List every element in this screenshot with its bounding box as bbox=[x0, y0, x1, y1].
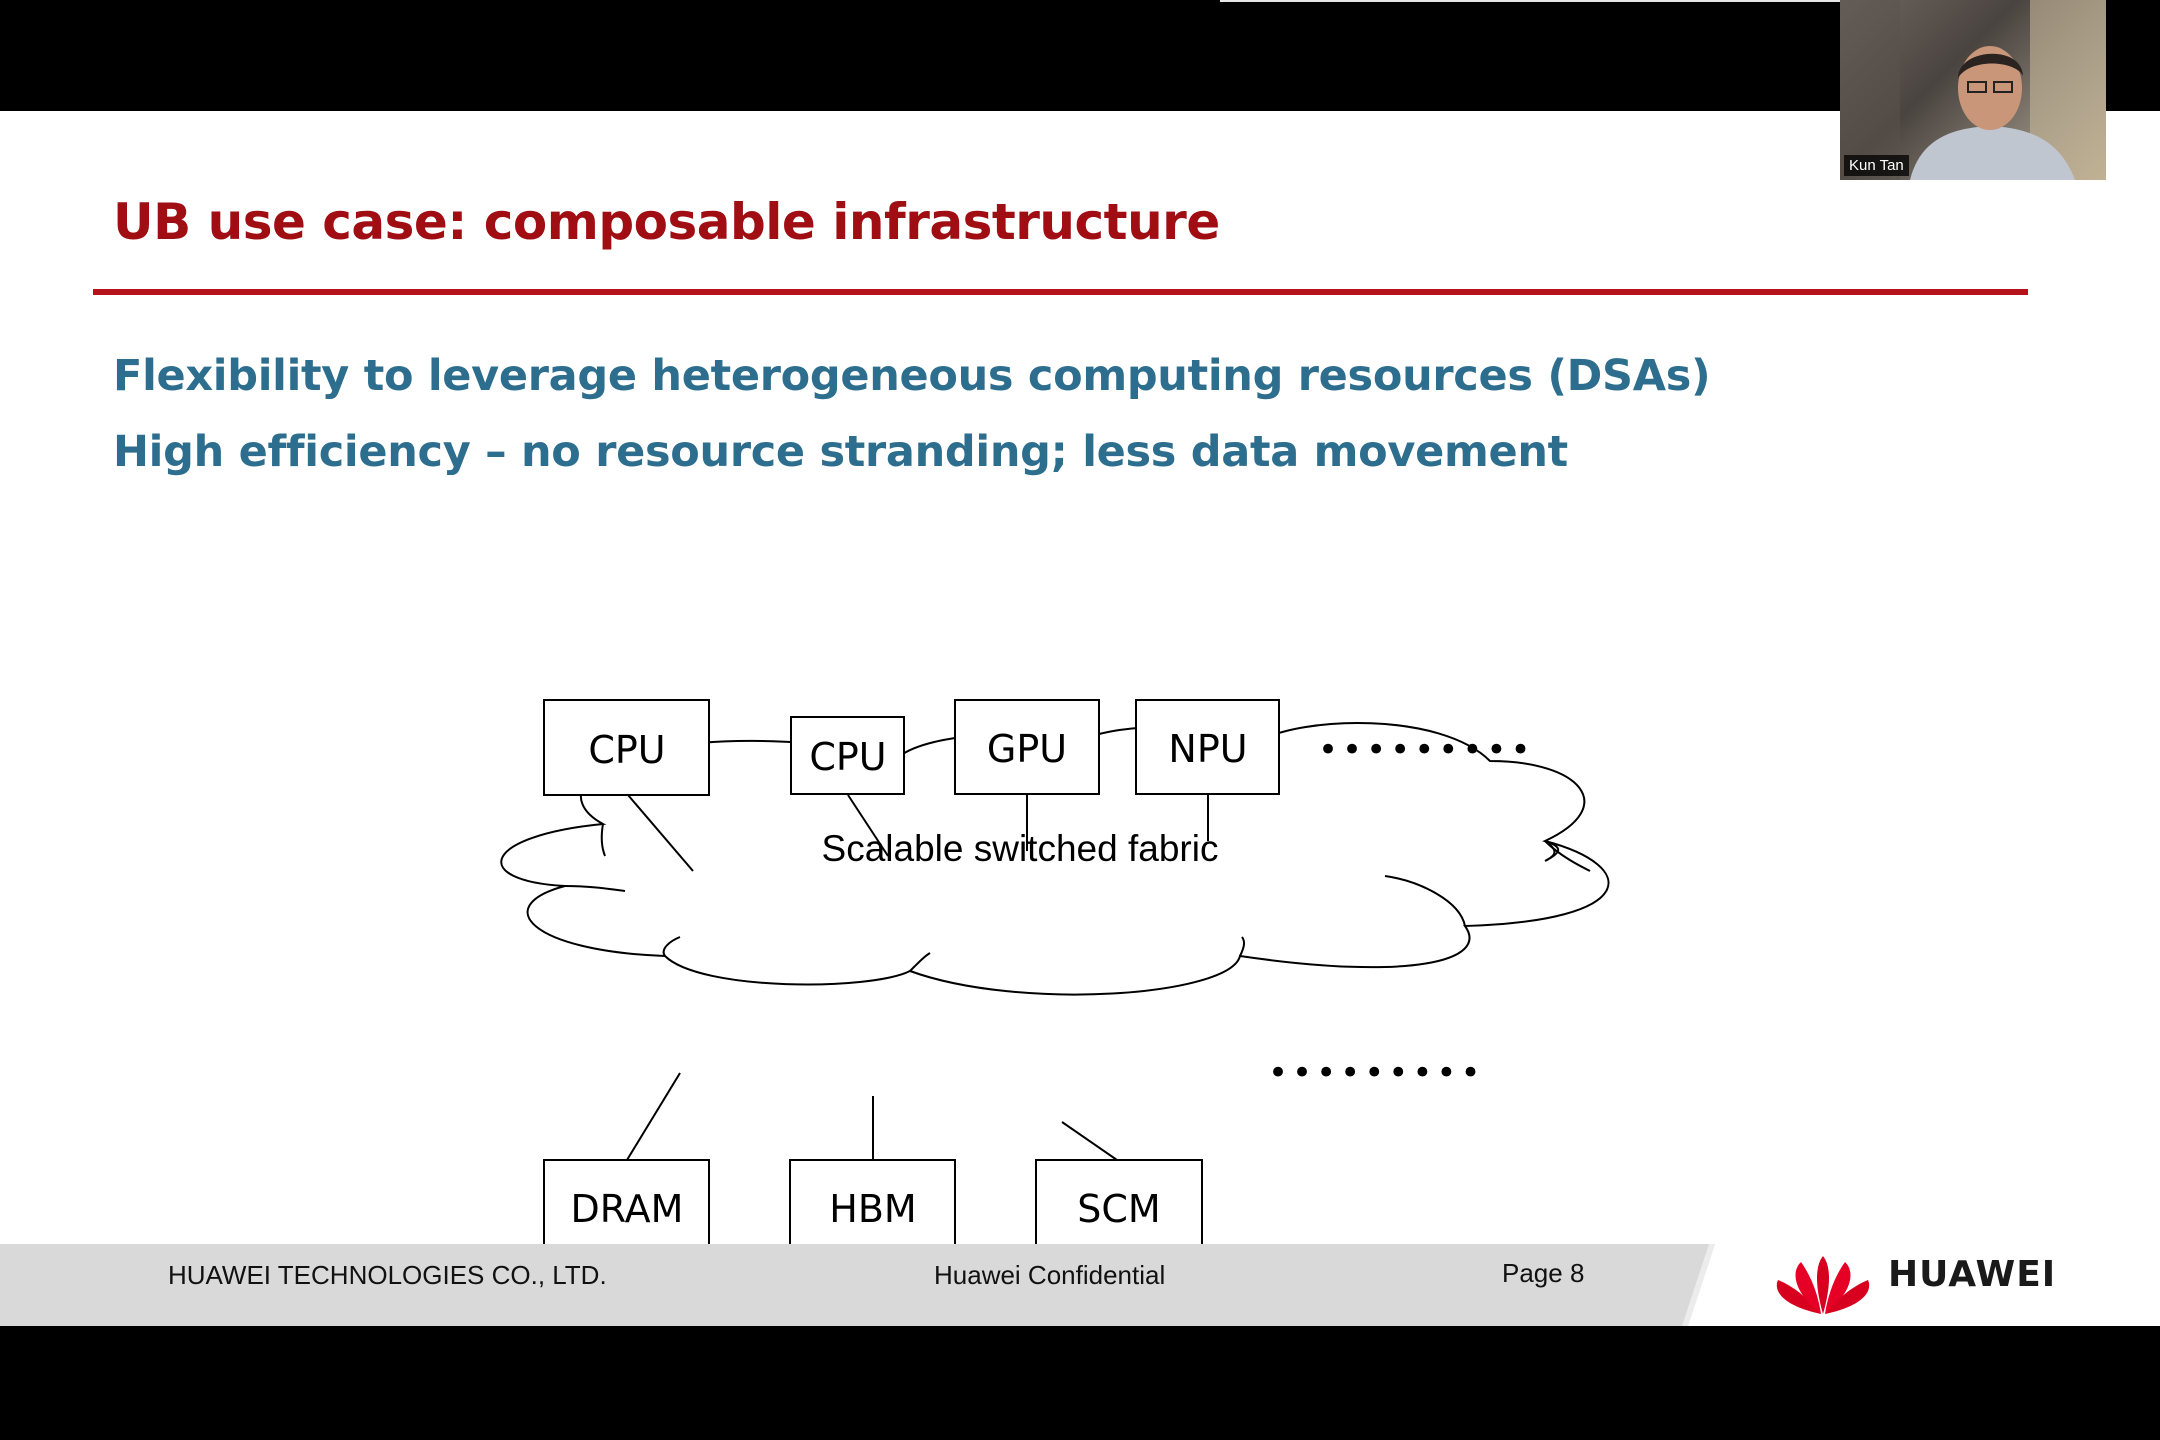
link-cpu-2 bbox=[847, 794, 889, 857]
footer-page-number: Page 8 bbox=[1502, 1258, 1585, 1288]
footer-company: HUAWEI TECHNOLOGIES CO., LTD. bbox=[168, 1260, 607, 1290]
link-scm bbox=[1061, 1121, 1118, 1161]
participant-video-tile[interactable]: Kun Tan bbox=[1840, 0, 2106, 180]
node-label-cpu-1: CPU bbox=[588, 728, 665, 772]
node-box-npu bbox=[1135, 699, 1280, 795]
node-label-cpu-2: CPU bbox=[809, 735, 886, 779]
node-box-cpu-1 bbox=[543, 699, 710, 796]
footer-brand-panel bbox=[1682, 1244, 2160, 1326]
node-label-npu: NPU bbox=[1168, 727, 1247, 771]
more-memory-ellipsis: ••••••••• bbox=[1268, 1053, 1485, 1093]
participant-name: Kun Tan bbox=[1844, 155, 1909, 176]
huawei-logo-icon bbox=[1776, 1256, 1870, 1314]
node-label-gpu: GPU bbox=[987, 727, 1067, 771]
footer-confidential: Huawei Confidential bbox=[934, 1260, 1166, 1290]
bullet-efficiency: High efficiency – no resource stranding;… bbox=[113, 427, 1568, 477]
slide-title: UB use case: composable infrastructure bbox=[113, 193, 1220, 251]
bullet-flexibility: Flexibility to leverage heterogeneous co… bbox=[113, 351, 1711, 401]
participant-avatar bbox=[1840, 0, 2106, 180]
node-label-hbm: HBM bbox=[829, 1187, 916, 1231]
node-box-scm bbox=[1035, 1159, 1203, 1257]
title-underline bbox=[93, 289, 2028, 295]
node-box-hbm bbox=[789, 1159, 956, 1257]
node-label-scm: SCM bbox=[1077, 1187, 1160, 1231]
node-label-dram: DRAM bbox=[571, 1187, 684, 1231]
letterbox-bottom bbox=[0, 1326, 2160, 1440]
screen-share-edge bbox=[1220, 0, 1840, 2]
node-box-gpu bbox=[954, 699, 1100, 795]
link-cpu-1 bbox=[627, 794, 694, 872]
link-dram bbox=[626, 1072, 681, 1161]
more-compute-ellipsis: ••••••••• bbox=[1318, 730, 1535, 770]
presentation-slide: UB use case: composable infrastructure F… bbox=[0, 111, 2160, 1326]
node-box-dram bbox=[543, 1159, 710, 1257]
fabric-label: Scalable switched fabric bbox=[822, 828, 1219, 869]
footer-brand-name: HUAWEI bbox=[1888, 1254, 2057, 1295]
composable-infrastructure-diagram: CPU CPU GPU NPU DRAM HBM SCM Scalable sw… bbox=[500, 699, 1610, 1257]
letterbox-top bbox=[0, 0, 2160, 111]
node-box-cpu-2 bbox=[790, 716, 905, 795]
